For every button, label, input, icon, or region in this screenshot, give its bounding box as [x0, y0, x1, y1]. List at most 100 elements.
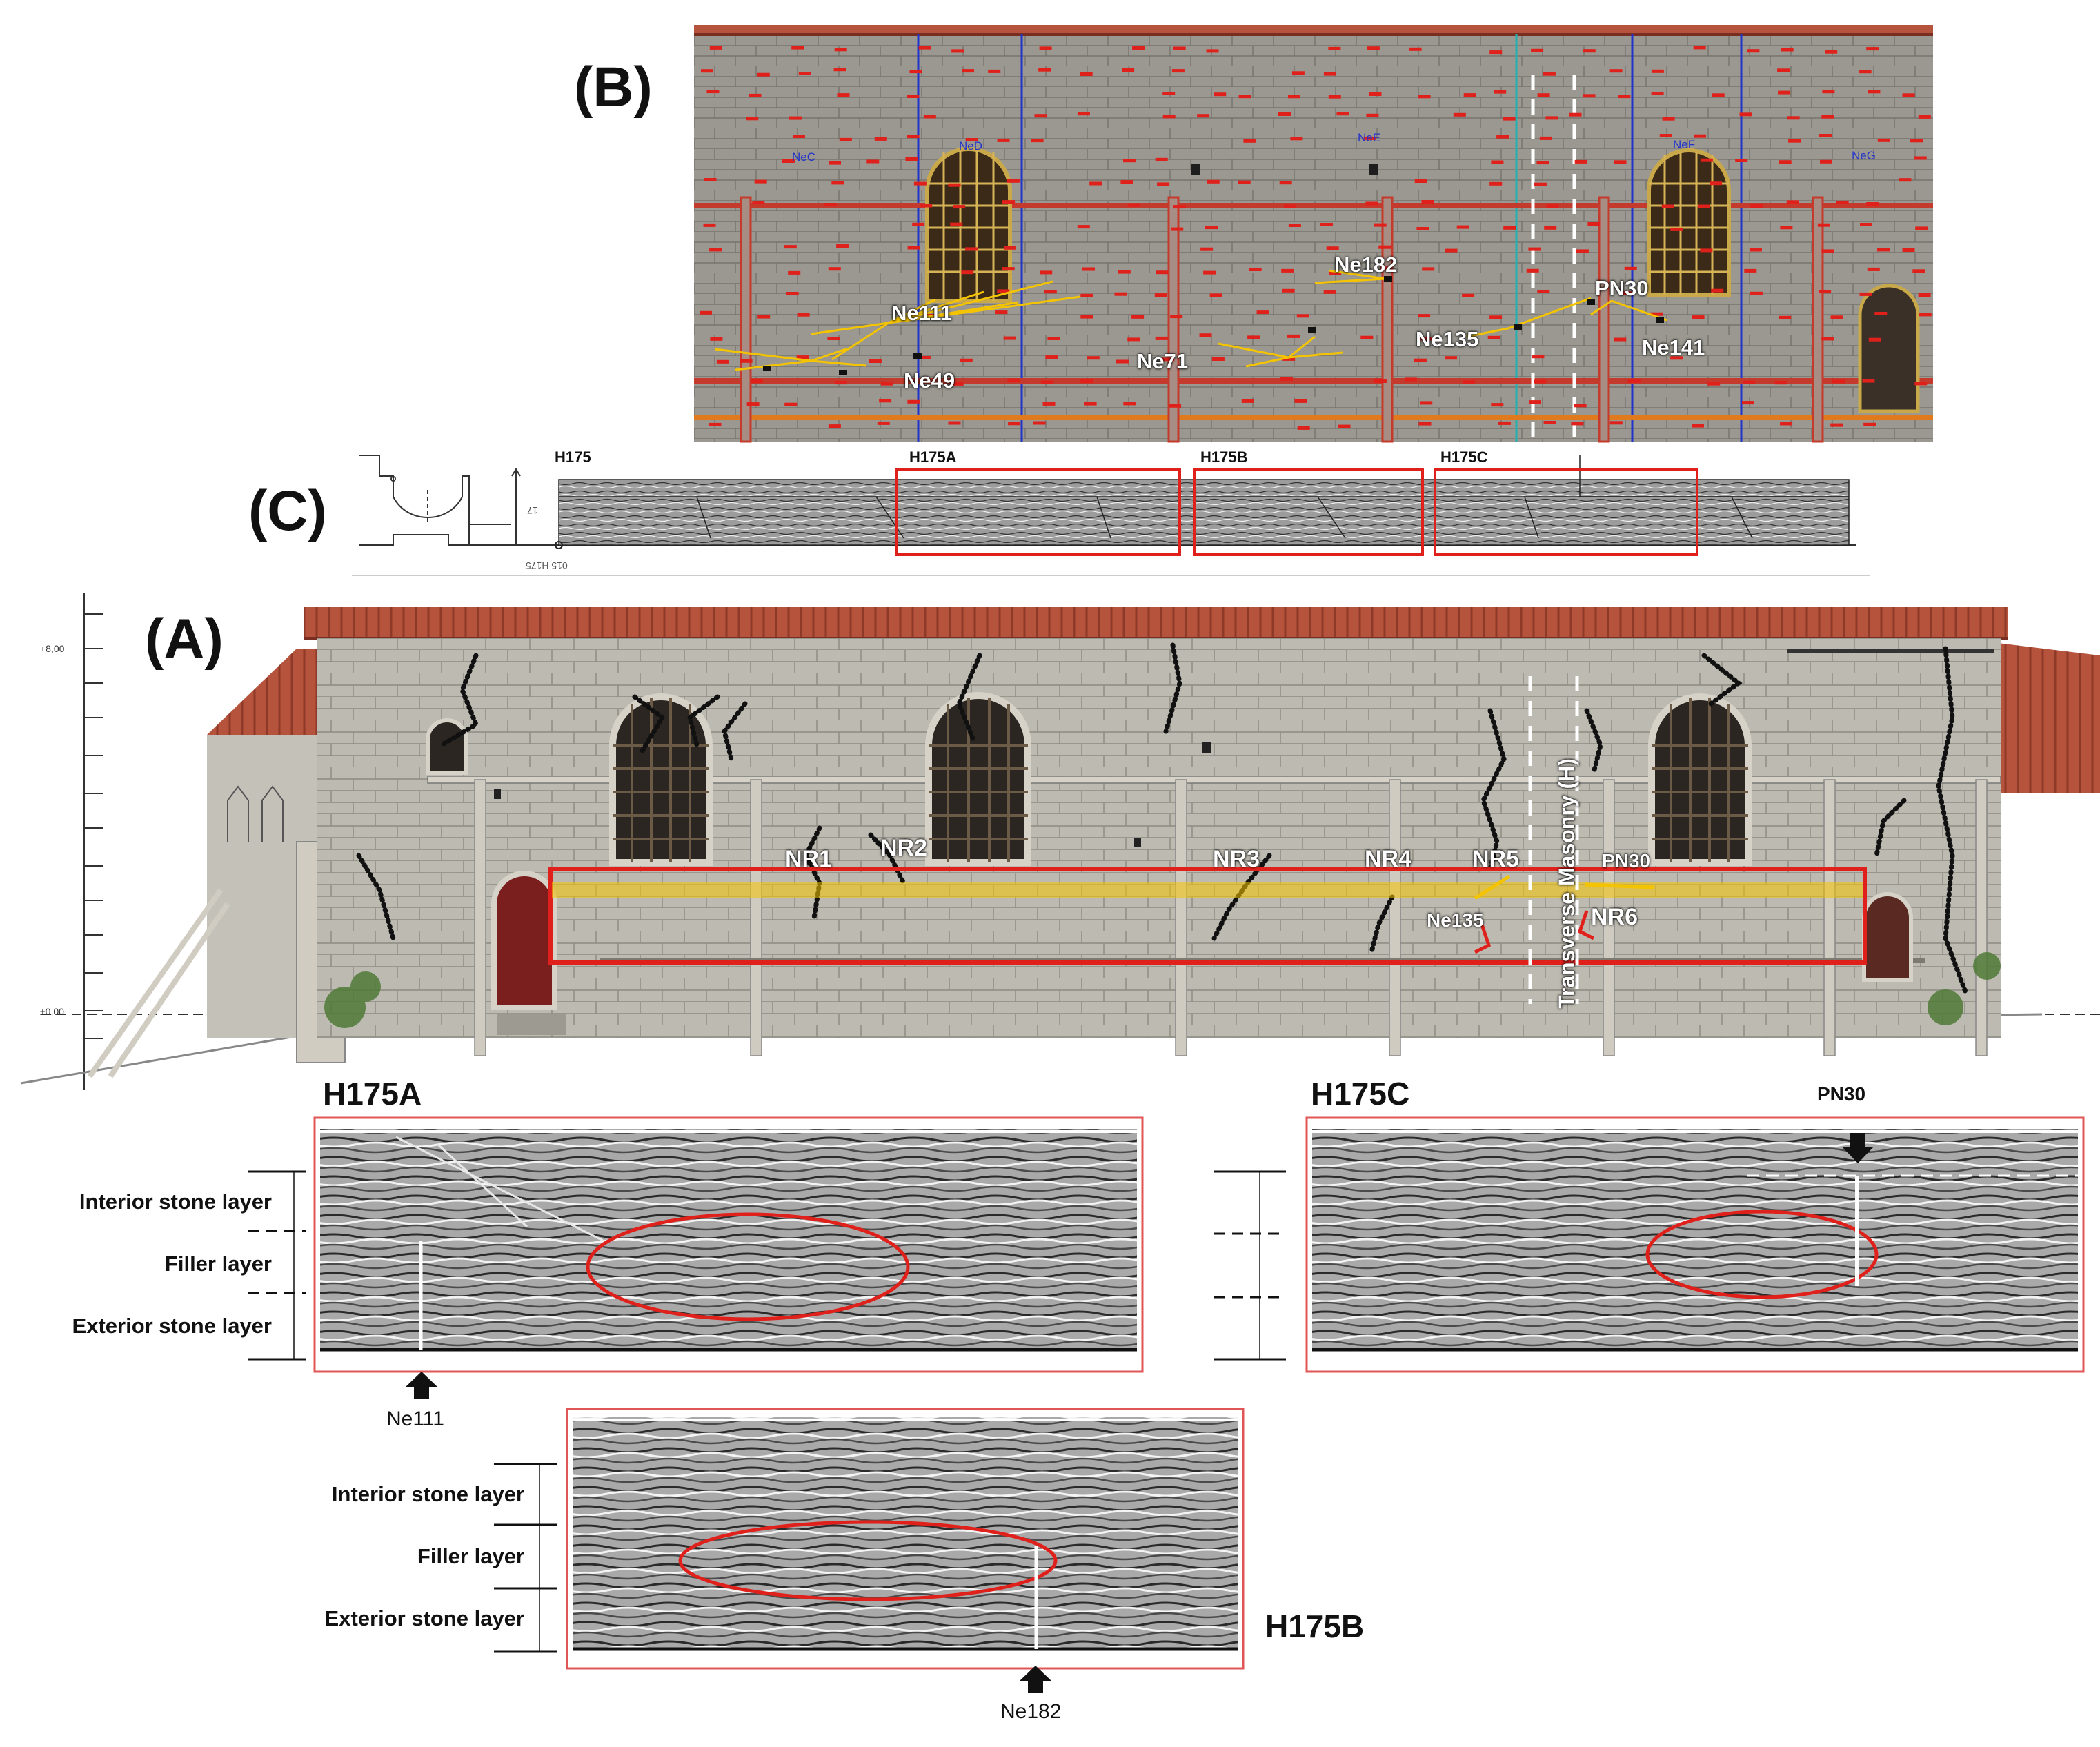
panel-a-label: (A) [145, 608, 224, 671]
stone-marker [1529, 400, 1541, 404]
stone-marker [1338, 424, 1351, 428]
stone-marker [706, 90, 720, 94]
stone-marker [1692, 315, 1705, 319]
stone-marker [1367, 46, 1380, 50]
zone-label-nec: NeC [792, 150, 816, 164]
stone-marker [754, 179, 767, 184]
profile-h175-label: H175 [555, 448, 591, 466]
gpr-a-layer-filler: Filler layer [164, 1252, 272, 1276]
stone-marker [948, 421, 961, 425]
segment-h175c-label: H175C [1440, 448, 1488, 466]
window-b-right [1647, 148, 1731, 297]
gpr-c-marker-arrow [1842, 1133, 1874, 1163]
crack-nr5: NR5 [1472, 846, 1520, 872]
stone-marker [1546, 204, 1559, 208]
marker-ne141-b: Ne141 [1642, 335, 1705, 359]
stone-marker [1821, 337, 1834, 341]
stone-marker [1494, 90, 1507, 94]
stone-marker [1537, 93, 1550, 97]
stone-marker [1007, 378, 1020, 382]
stone-marker [1543, 72, 1556, 76]
stone-marker [1710, 181, 1723, 186]
stone-marker [1003, 336, 1016, 340]
stone-marker [1297, 426, 1310, 430]
marker-ne135-b: Ne135 [1416, 327, 1479, 351]
gpr-b-title: H175B [1265, 1608, 1365, 1644]
stone-marker [1155, 157, 1168, 161]
stone-marker [961, 270, 974, 275]
stone-marker [1914, 156, 1927, 160]
stone-marker [700, 310, 712, 315]
stone-marker [1288, 95, 1300, 99]
transverse-masonry-label: Transverse Masonry (H) [1554, 758, 1579, 1009]
stone-marker [1779, 315, 1792, 319]
stone-marker [1862, 379, 1875, 383]
stone-marker [1291, 71, 1305, 75]
crack-nr1: NR1 [785, 846, 833, 872]
stone-marker [1532, 355, 1545, 359]
stone-marker [1039, 46, 1052, 50]
stone-marker [1214, 92, 1227, 97]
stone-marker [839, 137, 852, 141]
gpr-b-layer-exterior: Exterior stone layer [324, 1606, 524, 1630]
stone-marker [1491, 160, 1504, 164]
stone-marker [1247, 335, 1260, 339]
stone-marker [1378, 245, 1391, 249]
gpr-c-radargram [1305, 1116, 2085, 1373]
stone-marker [1034, 114, 1047, 118]
stone-marker [1536, 161, 1549, 165]
gpr-b-marker-arrow [1020, 1666, 1051, 1693]
zone-label-neg: NeG [1852, 149, 1876, 162]
stone-marker [750, 379, 763, 384]
stone-marker [1618, 95, 1631, 99]
stone-marker [1120, 180, 1133, 184]
crack-nr3: NR3 [1213, 846, 1260, 872]
stone-marker [1571, 422, 1584, 426]
stone-marker [1154, 293, 1167, 297]
stone-marker [1080, 72, 1093, 76]
panel-c-label: (C) [248, 480, 327, 542]
stone-marker [1918, 115, 1931, 119]
zone-label-nee: NeE [1358, 131, 1381, 144]
stone-marker [1329, 271, 1342, 275]
stone-marker [1583, 94, 1596, 98]
stone-marker [1328, 95, 1341, 99]
stone-marker [1421, 200, 1434, 204]
stone-marker [1491, 403, 1504, 407]
stone-marker [833, 68, 846, 72]
stone-marker [1534, 379, 1547, 384]
stone-marker [1418, 314, 1431, 318]
stone-marker [1859, 292, 1872, 296]
marker-pn30-a: PN30 [1602, 850, 1651, 871]
stone-marker [1131, 315, 1145, 319]
stone-marker [1089, 181, 1102, 186]
stone-marker [1002, 200, 1016, 204]
stone-marker [918, 355, 931, 359]
zone-label-ned: NeD [959, 139, 983, 152]
stone-marker [1360, 335, 1374, 339]
stone-marker [1830, 315, 1843, 319]
stone-marker [953, 205, 966, 209]
stone-marker [1462, 293, 1475, 297]
stone-marker [1545, 116, 1558, 120]
gpr-b-radargram [566, 1408, 1245, 1670]
stone-marker [1526, 268, 1539, 273]
stone-marker [1082, 267, 1095, 271]
stone-marker [1162, 115, 1176, 119]
stone-marker [1420, 337, 1434, 341]
window-a-3 [1648, 693, 1752, 866]
stone-marker [1836, 200, 1849, 204]
stone-marker [1539, 136, 1552, 140]
stone-marker [1328, 46, 1341, 50]
stone-marker [1817, 223, 1830, 227]
stone-marker [798, 72, 811, 75]
stone-marker [1132, 46, 1145, 50]
stone-marker [1576, 249, 1589, 253]
stone-marker [1366, 113, 1379, 117]
stone-marker [1496, 135, 1509, 139]
stone-marker [1414, 179, 1427, 183]
stone-marker [786, 292, 799, 295]
stone-marker [962, 69, 975, 73]
stone-marker [788, 270, 801, 275]
stone-marker [1122, 68, 1135, 72]
